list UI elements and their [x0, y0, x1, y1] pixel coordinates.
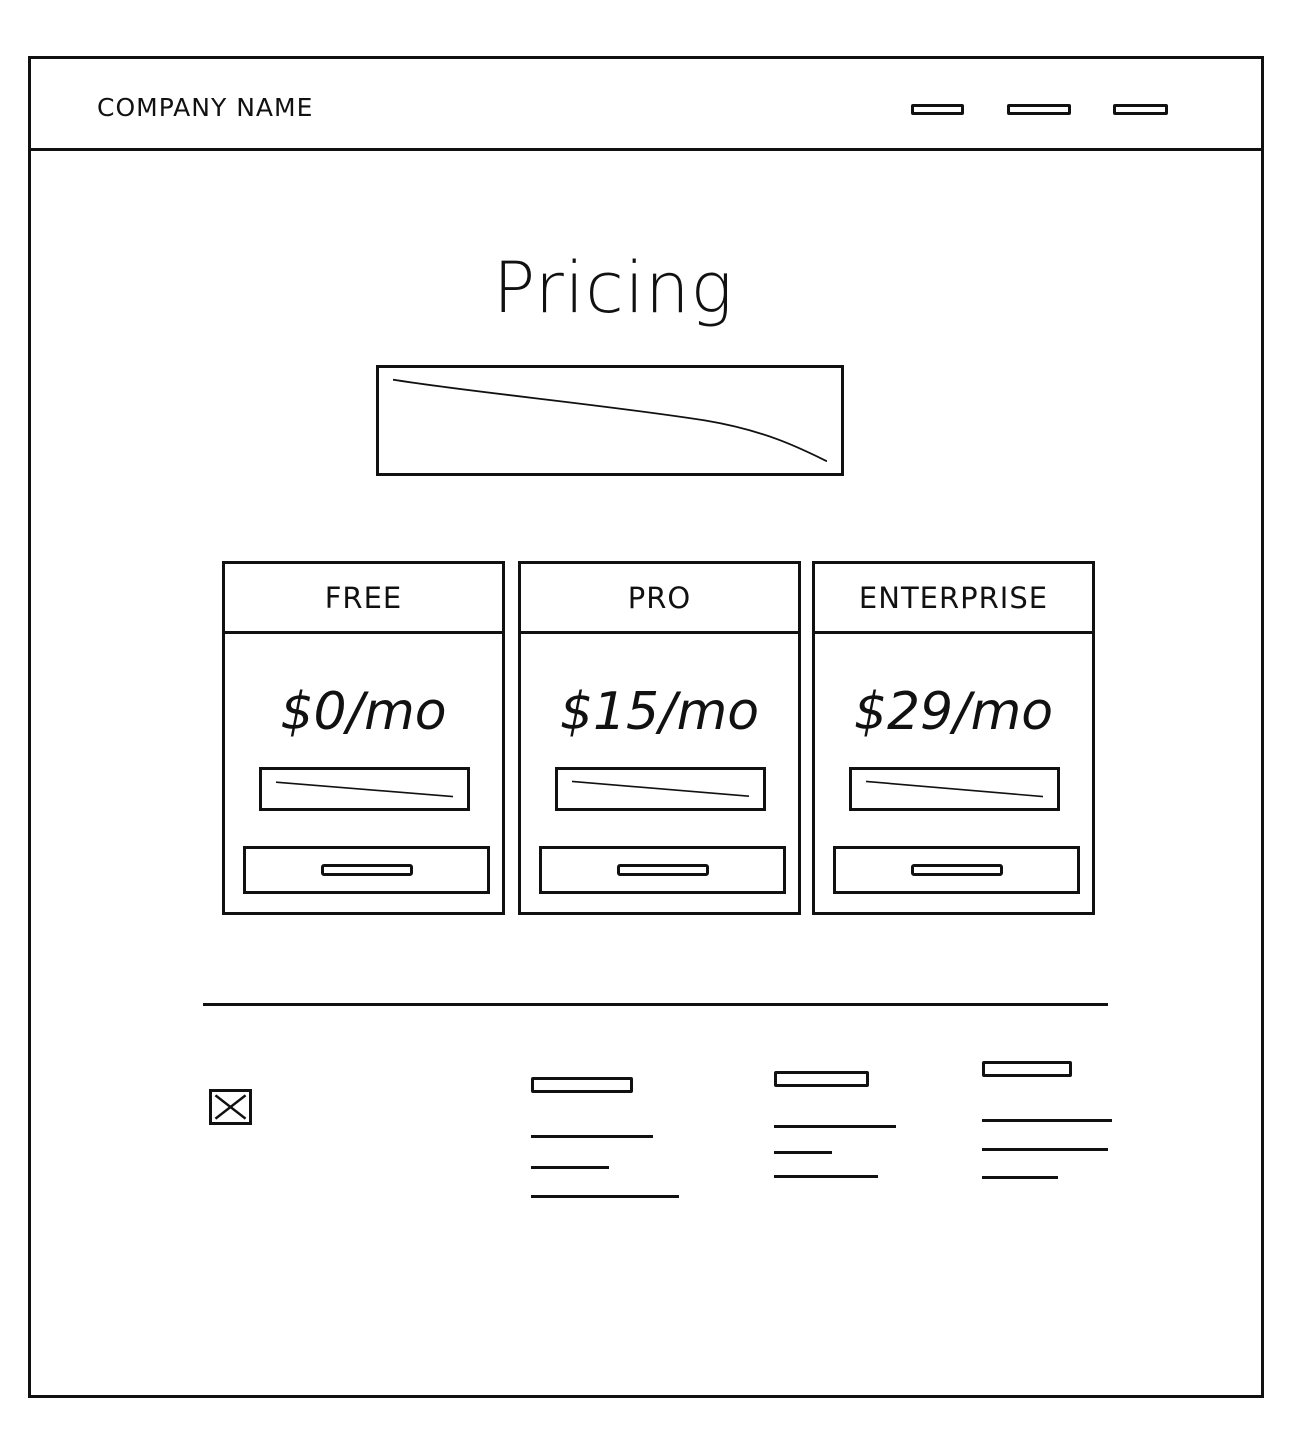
footer-column-3: [982, 1061, 1114, 1181]
footer-link[interactable]: [774, 1125, 896, 1128]
footer-link[interactable]: [982, 1119, 1112, 1122]
nav-link-1[interactable]: [911, 104, 964, 115]
plan-name: Free: [225, 564, 502, 634]
hero-image-placeholder: [376, 365, 844, 476]
button-label: [616, 864, 709, 876]
footer-link[interactable]: [531, 1166, 609, 1169]
footer-column-1: [531, 1077, 681, 1207]
placeholder-slash-icon: [393, 378, 827, 463]
plan-price: $15/mo: [559, 682, 760, 742]
pricing-card-enterprise: Enterprise $29/mo: [812, 561, 1095, 915]
choose-enterprise-button[interactable]: [833, 846, 1080, 894]
plan-name: Pro: [521, 564, 798, 634]
site-header: Company Name: [31, 59, 1261, 151]
footer-link[interactable]: [531, 1135, 653, 1138]
footer-link[interactable]: [774, 1151, 832, 1154]
footer-link[interactable]: [982, 1176, 1058, 1179]
footer-link[interactable]: [982, 1148, 1108, 1151]
footer-column-2: [774, 1071, 899, 1181]
close-icon: [209, 1089, 252, 1125]
plan-description-placeholder: [849, 767, 1060, 811]
plan-description-placeholder: [555, 767, 766, 811]
footer-link[interactable]: [774, 1175, 878, 1178]
placeholder-slash-icon: [572, 780, 749, 798]
plan-price: $0/mo: [280, 682, 447, 742]
footer-column-heading: [982, 1061, 1072, 1077]
placeholder-slash-icon: [866, 780, 1043, 798]
footer-column-heading: [774, 1071, 869, 1087]
browser-window: Company Name Pricing Free $0/mo Pro $15/…: [28, 56, 1264, 1398]
pricing-card-pro: Pro $15/mo: [518, 561, 801, 915]
page-title: Pricing: [493, 247, 734, 329]
plan-name: Enterprise: [815, 564, 1092, 634]
company-name: Company Name: [97, 93, 314, 122]
close-icon: [214, 1094, 247, 1120]
footer-column-heading: [531, 1077, 633, 1093]
nav-link-2[interactable]: [1007, 104, 1071, 115]
placeholder-slash-icon: [276, 780, 453, 798]
button-label: [910, 864, 1003, 876]
button-label: [320, 864, 413, 876]
pricing-card-free: Free $0/mo: [222, 561, 505, 915]
nav-link-3[interactable]: [1113, 104, 1168, 115]
choose-free-button[interactable]: [243, 846, 490, 894]
footer-divider: [203, 1003, 1108, 1006]
plan-description-placeholder: [259, 767, 470, 811]
footer-link[interactable]: [531, 1195, 679, 1198]
choose-pro-button[interactable]: [539, 846, 786, 894]
plan-price: $29/mo: [853, 682, 1054, 742]
